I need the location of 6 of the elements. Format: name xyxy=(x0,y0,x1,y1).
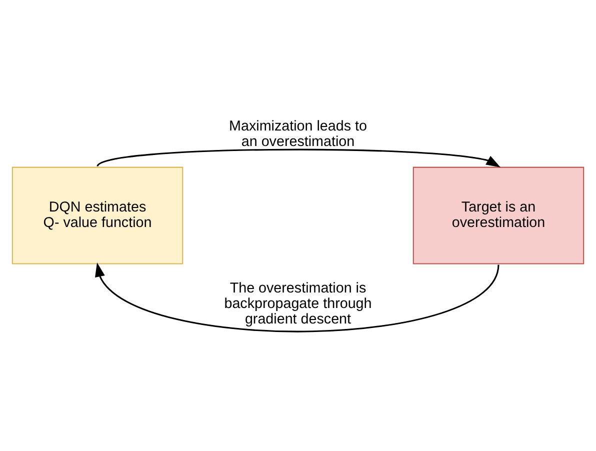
node-box: Target is an overestimation xyxy=(412,166,584,264)
node-box: DQN estimates Q- value function xyxy=(12,166,184,264)
arrow xyxy=(95,262,500,332)
edge-label: Maximization leads to an overestimation xyxy=(229,118,367,150)
edge-label: The overestimation is backpropagate through gradient descent xyxy=(224,280,372,328)
arrow xyxy=(97,148,501,168)
